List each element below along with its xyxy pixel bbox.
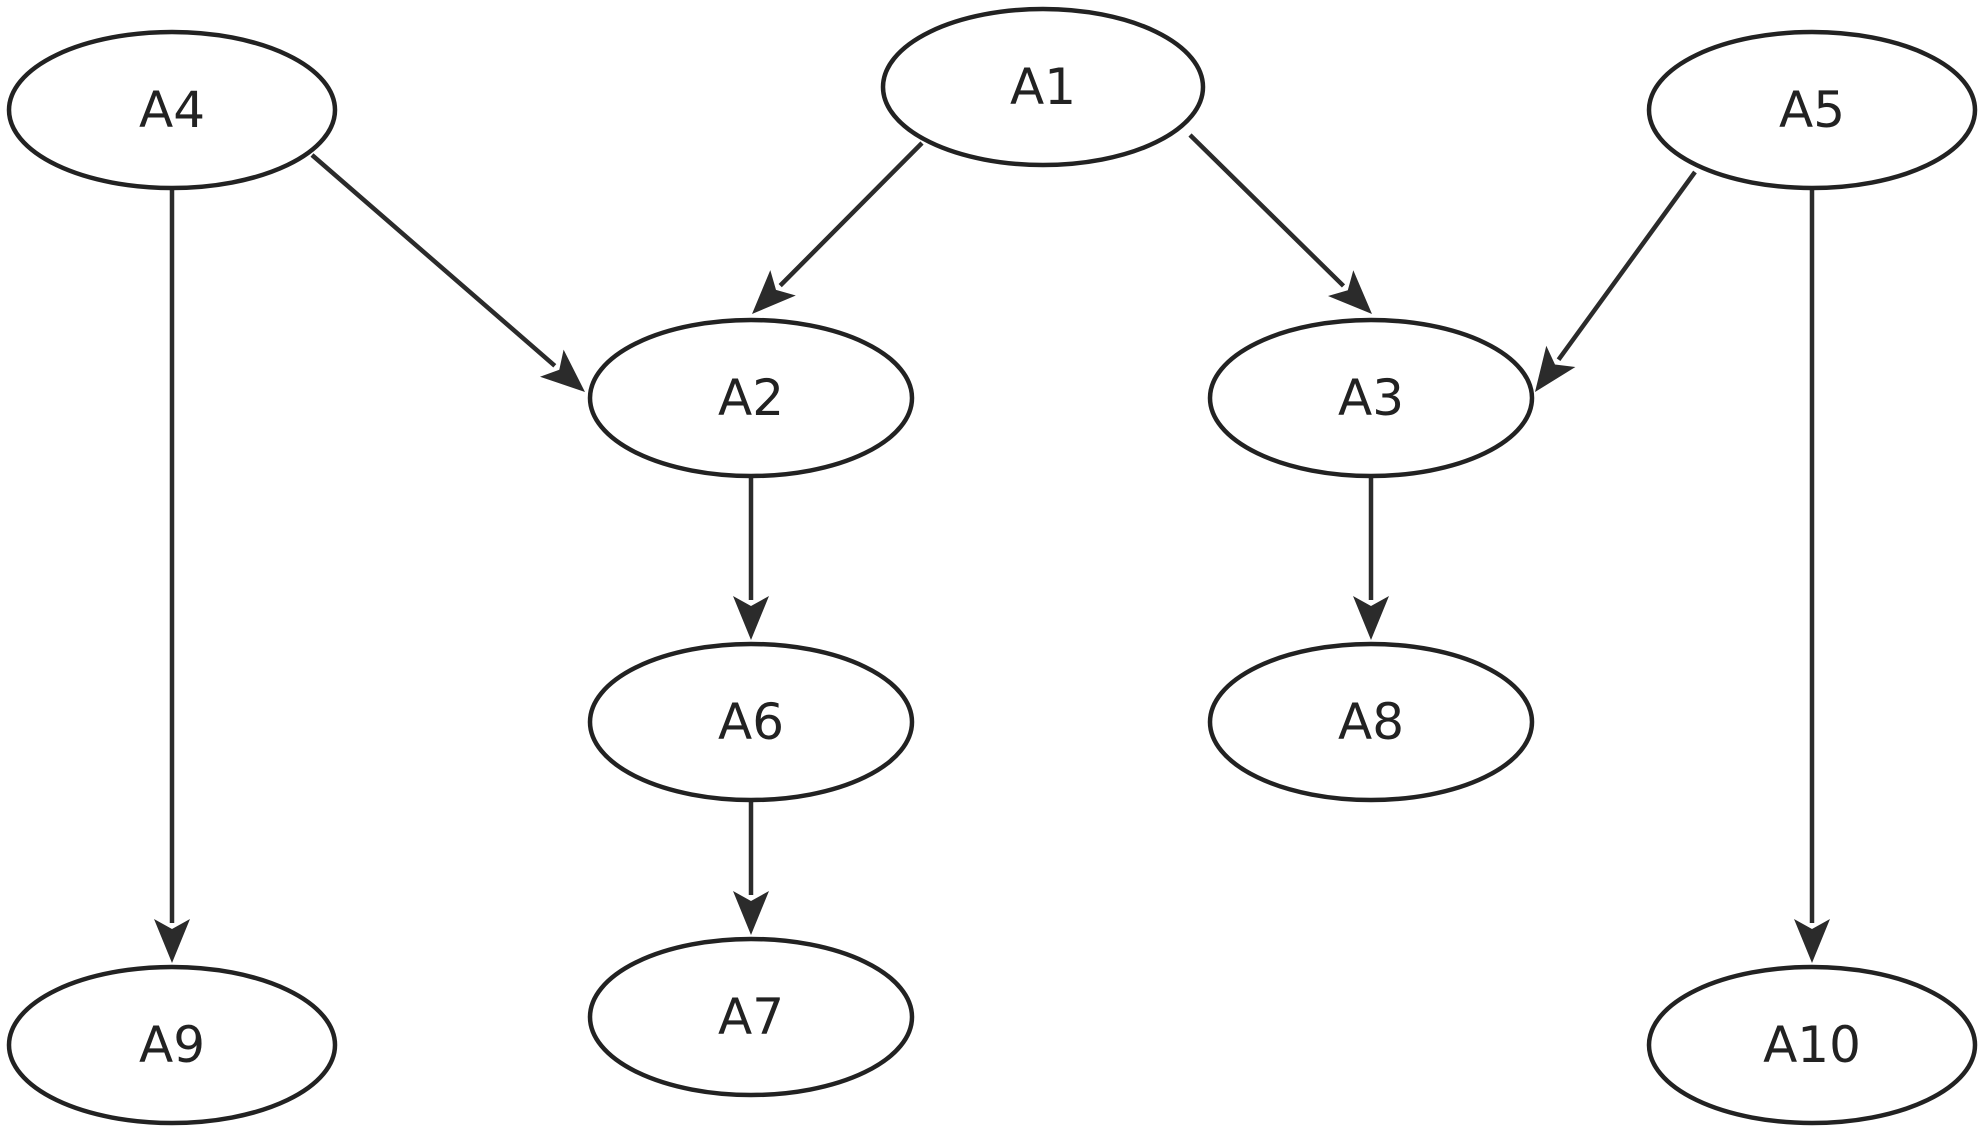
node-label: A5 [1779, 81, 1845, 139]
node-a6: A6 [587, 641, 915, 803]
edge-line [1556, 170, 1697, 361]
edge-a3-a8 [1353, 476, 1389, 640]
node-a9: A9 [6, 964, 338, 1126]
edge-a4-a2 [310, 153, 585, 392]
edge-a5-a3 [1535, 170, 1697, 392]
node-a5: A5 [1646, 29, 1978, 191]
node-a8: A8 [1207, 641, 1535, 803]
edge-a5-a10 [1794, 188, 1830, 963]
node-a10: A10 [1646, 964, 1978, 1126]
edge-line [778, 141, 924, 288]
node-label: A3 [1338, 369, 1404, 427]
node-ellipse [1207, 317, 1535, 479]
arrowhead-icon [733, 891, 769, 935]
node-a2: A2 [587, 317, 915, 479]
node-label: A8 [1338, 693, 1404, 751]
arrowhead-icon [154, 919, 190, 963]
node-label: A9 [139, 1016, 205, 1074]
node-ellipse [880, 6, 1206, 168]
edge-a1-a3 [1188, 133, 1372, 314]
arrowhead-icon [752, 270, 796, 314]
node-ellipse [587, 317, 915, 479]
node-a3: A3 [1207, 317, 1535, 479]
node-ellipse [1646, 964, 1978, 1126]
arrowhead-icon [733, 596, 769, 640]
node-ellipse [1646, 29, 1978, 191]
node-ellipse [6, 964, 338, 1126]
edges-layer [154, 133, 1830, 963]
node-ellipse [587, 641, 915, 803]
node-ellipse [587, 936, 915, 1098]
node-ellipse [6, 29, 338, 191]
node-label: A7 [718, 988, 784, 1046]
node-label: A10 [1763, 1016, 1861, 1074]
edge-a2-a6 [733, 476, 769, 640]
node-ellipse [1207, 641, 1535, 803]
edge-line [310, 153, 557, 368]
arrowhead-icon [1353, 596, 1389, 640]
arrowhead-icon [1328, 270, 1372, 314]
edge-a6-a7 [733, 800, 769, 935]
edge-a4-a9 [154, 188, 190, 963]
node-a4: A4 [6, 29, 338, 191]
node-label: A1 [1010, 58, 1076, 116]
arrowhead-icon [1794, 919, 1830, 963]
node-label: A6 [718, 693, 784, 751]
edge-a1-a2 [752, 141, 924, 314]
arrowhead-icon [540, 349, 585, 392]
edge-line [1188, 133, 1346, 288]
node-a7: A7 [587, 936, 915, 1098]
node-label: A2 [718, 369, 784, 427]
arrowhead-icon [1535, 345, 1576, 392]
node-a1: A1 [880, 6, 1206, 168]
node-label: A4 [139, 81, 205, 139]
